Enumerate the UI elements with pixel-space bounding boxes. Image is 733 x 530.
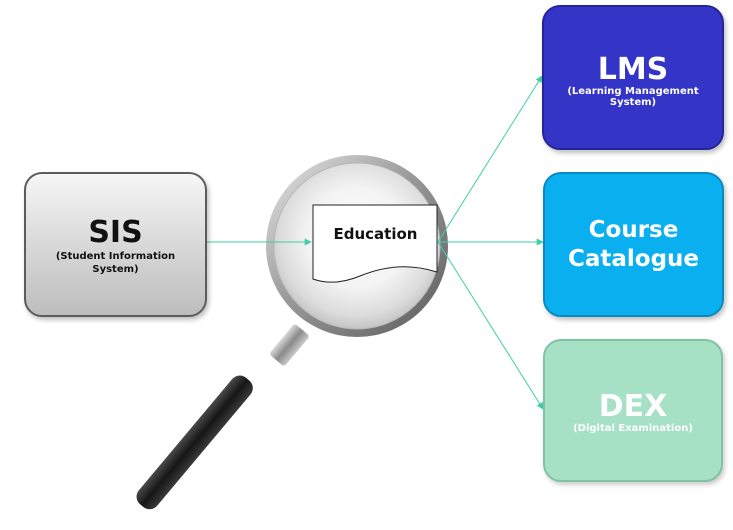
- arrow-education-to-lms: [437, 75, 543, 243]
- sis-subtitle-line1: (Student Information: [55, 250, 176, 262]
- arrow-education-to-dex: [437, 241, 544, 410]
- course-catalogue-line2: Catalogue: [567, 245, 700, 272]
- lms-subtitle-line1: (Learning Management: [567, 86, 699, 97]
- course-catalogue-line1: Course: [588, 216, 679, 243]
- dex-subtitle: (Digital Examination): [573, 423, 693, 434]
- dex-box: DEX (Digital Examination): [543, 339, 723, 482]
- lms-title: LMS: [597, 52, 669, 87]
- document-icon: [312, 204, 438, 283]
- sis-title: SIS: [88, 214, 143, 250]
- sis-box: SIS (Student Information System): [24, 172, 207, 317]
- dex-title: DEX: [598, 389, 668, 424]
- course-catalogue-box: Course Catalogue: [543, 172, 724, 317]
- sis-subtitle-line2: System): [92, 263, 139, 275]
- lms-subtitle-line2: System): [609, 97, 657, 108]
- education-label: Education: [333, 225, 418, 243]
- lms-box: LMS (Learning Management System): [542, 5, 724, 150]
